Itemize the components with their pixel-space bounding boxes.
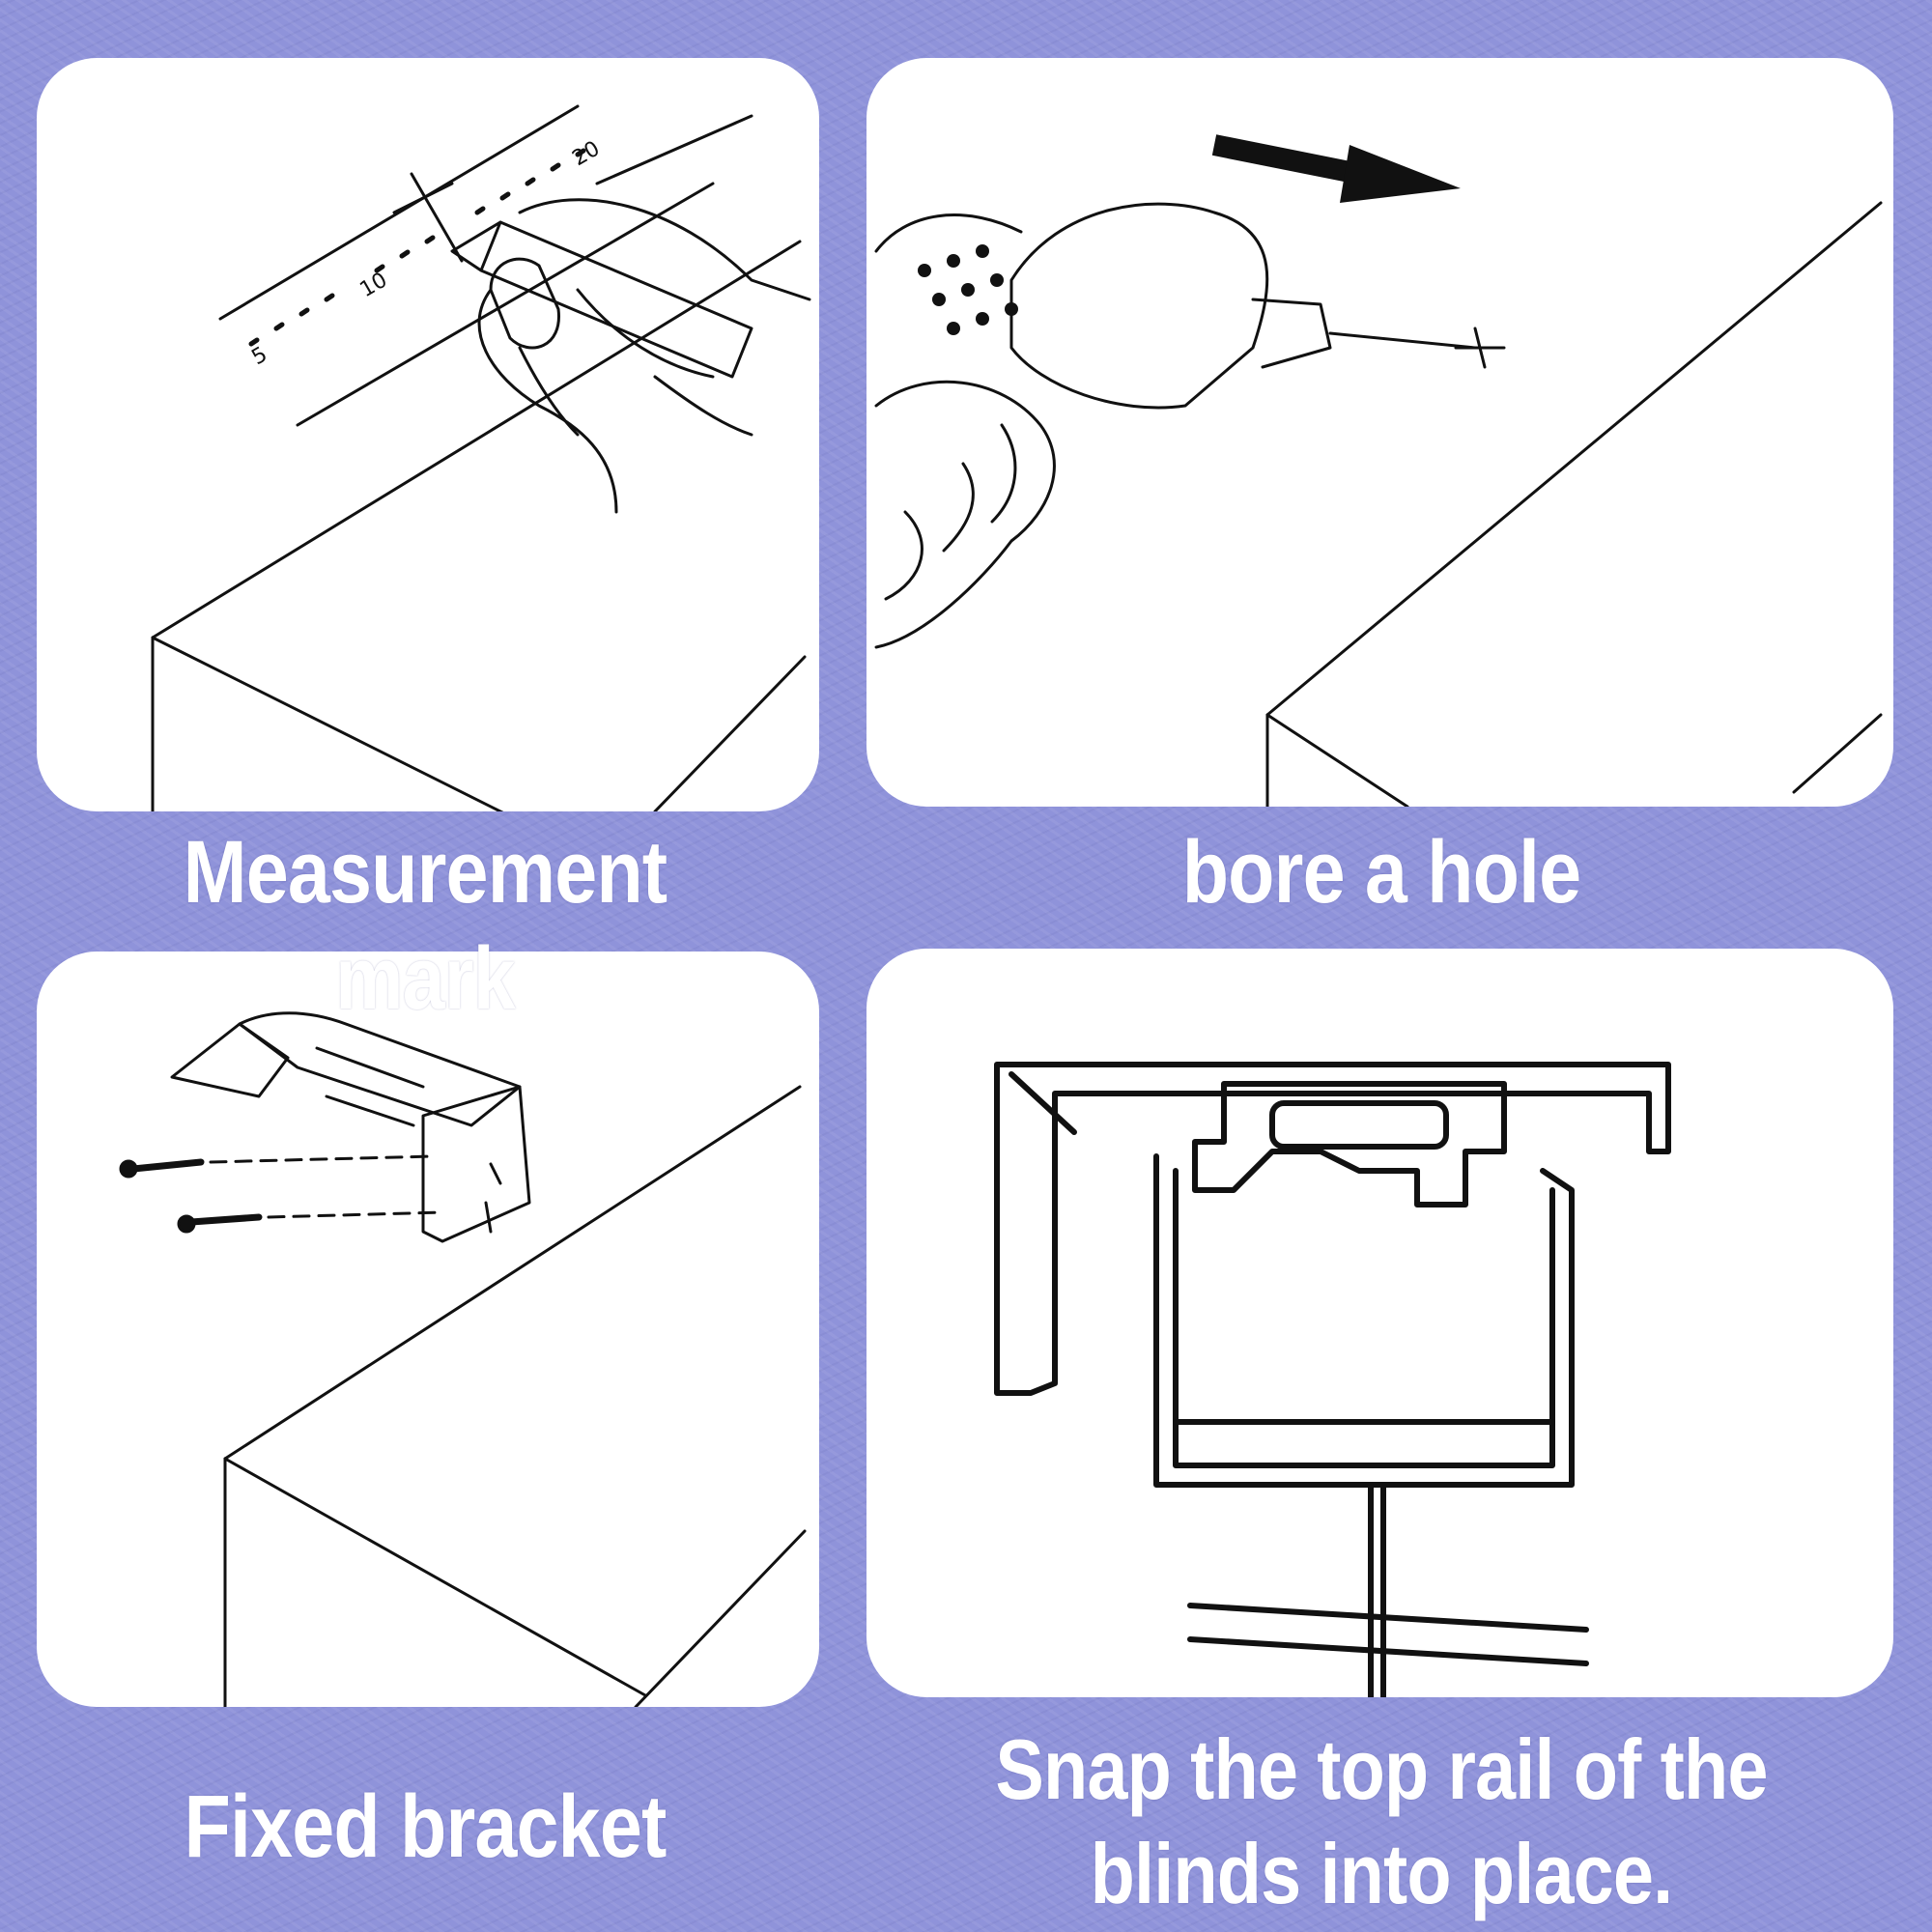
drill-body [1009,202,1269,410]
back-line [595,114,753,185]
ruler-ticks [248,148,586,347]
box-right-edge [653,655,807,811]
bracket-corner [1009,1071,1077,1135]
fixed-bracket-illustration [119,1011,807,1707]
step-2-panel [867,58,1893,807]
step-4-caption: Snap the top rail of the blinds into pla… [966,1718,1797,1926]
step-2-caption: bore a hole [1181,823,1581,922]
surface-edge [223,1085,802,1461]
ruler-label-5: 5 [248,343,272,371]
bracket-side [421,1085,531,1243]
drill-vent-dots [918,244,1018,335]
bracket-top [238,1011,522,1127]
measurement-mark-illustration: 5 10 20 [151,104,811,811]
box-bottom-edge [1265,713,1409,807]
direction-arrow [1211,134,1362,185]
bracket-front [170,1022,290,1098]
bracket-profile [994,1062,1671,1396]
drill-bit-tip [1454,327,1506,369]
screw-1 [129,1158,205,1173]
screw-1-head [119,1159,138,1179]
bracket-detail [315,1046,502,1234]
rail-slot [1269,1100,1449,1150]
hand [477,198,811,514]
step-3-caption: Fixed bracket [184,1777,668,1876]
rail-clip [1192,1081,1507,1208]
box-right-edge [1792,713,1883,794]
screw-2-head [177,1214,196,1234]
step-4-panel [867,949,1893,1697]
direction-arrowhead [1340,145,1461,203]
pencil [450,220,753,379]
blind-cord [1368,1482,1386,1697]
bore-hole-illustration [874,134,1883,807]
step-1-panel: 5 10 20 [37,58,819,811]
rail-body [1153,1153,1575,1488]
box-right-edge [634,1529,807,1707]
ruler-edge [218,104,580,321]
step-1-caption: Measurement mark [183,823,668,1028]
ruler-label-10: 10 [356,269,392,303]
drill-bit [1328,331,1477,350]
ruler-label-20: 20 [569,137,605,172]
drill-chuck [1251,298,1332,369]
step-4-caption-line-2: blinds into place. [1090,1826,1674,1921]
screw-1-guide [209,1154,435,1164]
step-4-caption-line-1: Snap the top rail of the [995,1721,1768,1817]
hand [874,213,1056,649]
box-bottom-edge [223,1457,647,1697]
top-rail-illustration [994,1062,1671,1697]
pencil-mark [392,172,464,263]
blind-slat [1187,1603,1589,1666]
surface-edge [151,240,802,639]
screw-2 [187,1213,263,1226]
box-bottom-edge [151,636,504,811]
step-3-panel [37,952,819,1707]
ruler-inner-edge [296,182,715,427]
surface-edge [1265,201,1883,717]
screw-2-guide [267,1210,444,1219]
